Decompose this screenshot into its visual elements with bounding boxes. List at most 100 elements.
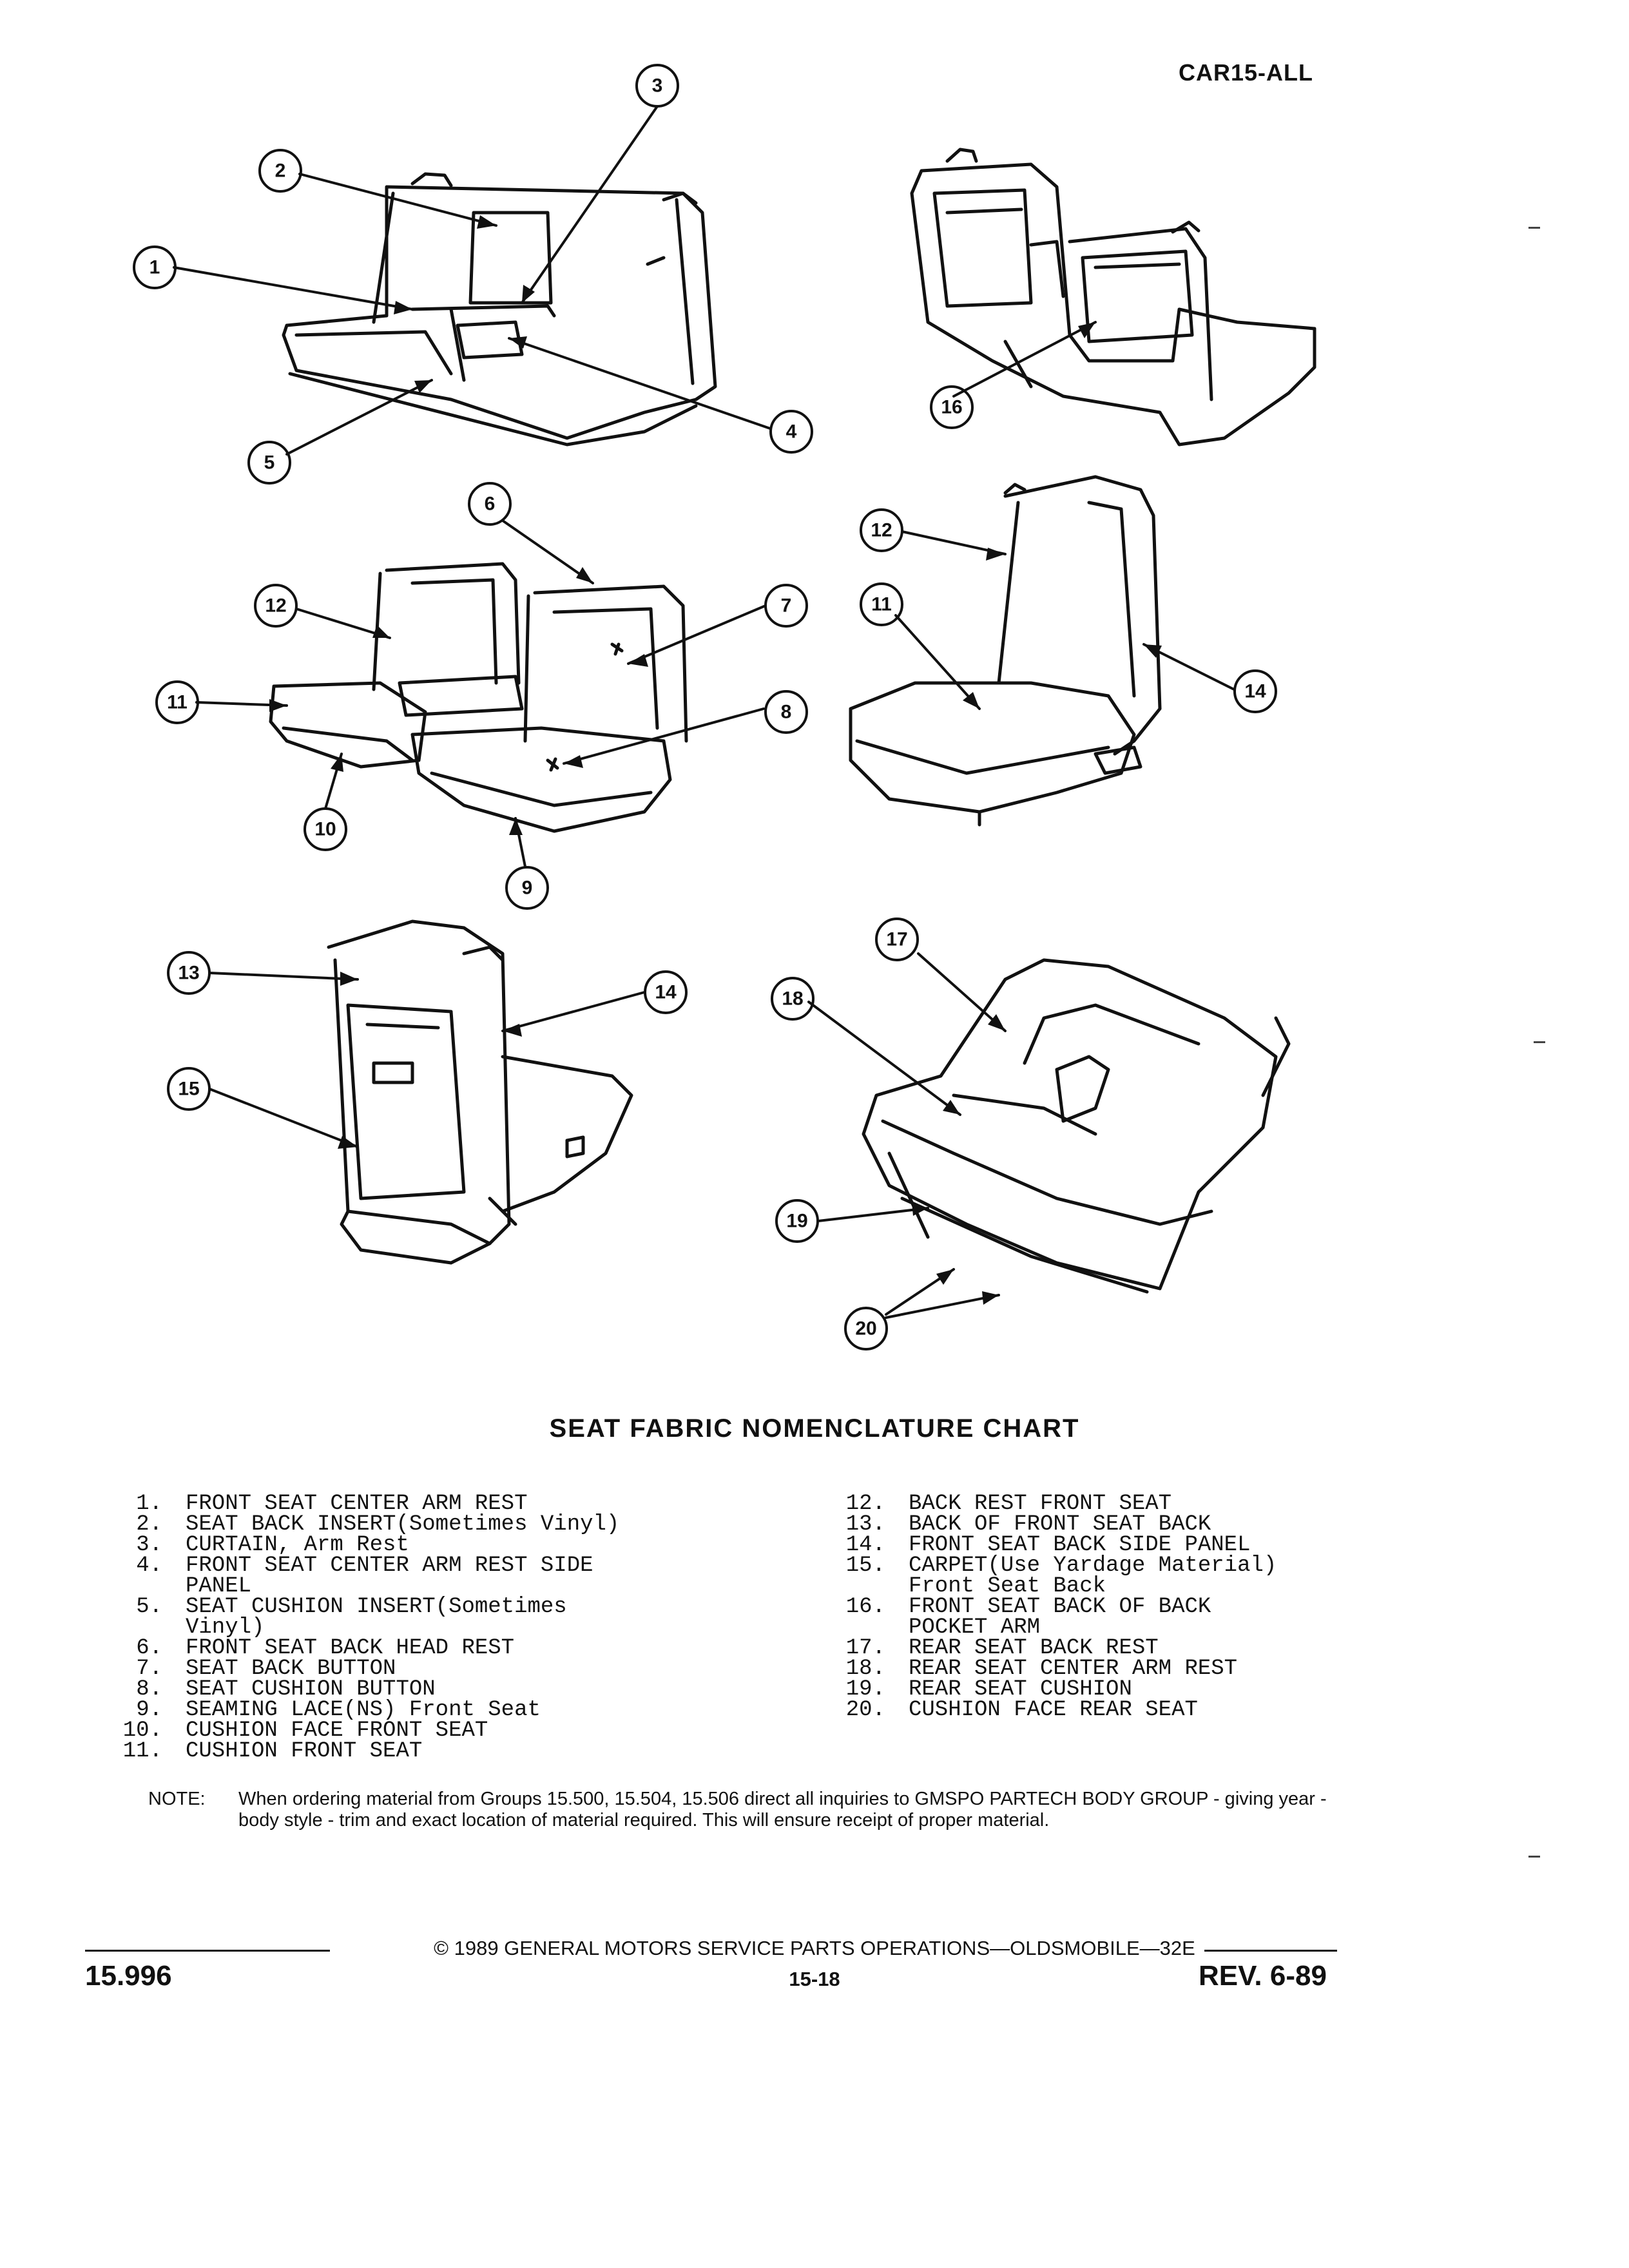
legend-item-text: CUSHION FRONT SEAT — [186, 1739, 423, 1763]
leader-6 — [501, 519, 594, 584]
seat-back-rear-view-drawing — [327, 919, 633, 1265]
legend-item-number: 13. — [845, 1512, 885, 1537]
legend-item: 8. SEAT CUSHION BUTTON — [90, 1677, 780, 1702]
legend-item-number: 16. — [845, 1595, 885, 1619]
legend-item-number: 1. — [136, 1492, 162, 1516]
margin-mark — [1534, 1041, 1545, 1043]
legend-item-text: SEAMING LACE(NS) Front Seat — [186, 1698, 541, 1722]
footer-copyright: © 1989 GENERAL MOTORS SERVICE PARTS OPER… — [0, 1937, 1629, 1960]
legend-item-text: SEAT CUSHION INSERT(Sometimes Vinyl) — [186, 1595, 567, 1640]
callout-14: 14 — [655, 982, 677, 1003]
callout-10: 10 — [314, 819, 336, 840]
leader-7 — [627, 604, 767, 665]
legend-item-number: 6. — [136, 1636, 162, 1660]
legend-item: 1. FRONT SEAT CENTER ARM REST — [90, 1492, 780, 1516]
legend-item-text: CUSHION FACE REAR SEAT — [909, 1698, 1198, 1722]
callout-2: 2 — [275, 160, 286, 182]
legend-item-number: 7. — [136, 1657, 162, 1681]
legend-item: 18. REAR SEAT CENTER ARM REST — [813, 1657, 1561, 1681]
legend-item-number: 12. — [845, 1492, 885, 1516]
footer-rule-right — [1118, 1950, 1337, 1952]
callout-12: 12 — [265, 595, 286, 617]
leader-17 — [917, 952, 1007, 1032]
legend-item-text: FRONT SEAT BACK HEAD REST — [186, 1636, 515, 1660]
callout-17: 17 — [886, 929, 907, 950]
legend-item-text: REAR SEAT CUSHION — [909, 1677, 1132, 1702]
callout-11b: 11 — [871, 594, 892, 615]
leader-14 — [501, 991, 646, 1032]
leader-13 — [208, 972, 359, 981]
footer-rule-left — [85, 1950, 330, 1952]
leader-5 — [285, 379, 433, 456]
document-code: CAR15-ALL — [1179, 59, 1314, 86]
legend-item-text: BACK REST FRONT SEAT — [909, 1492, 1172, 1516]
legend-item-number: 18. — [845, 1657, 885, 1681]
legend-item: 4. FRONT SEAT CENTER ARM REST SIDE PANEL — [90, 1555, 780, 1597]
rear-bench-seat-drawing — [862, 958, 1291, 1294]
leader-16 — [952, 321, 1097, 398]
legend-item: 14.FRONT SEAT BACK SIDE PANEL — [813, 1533, 1561, 1557]
leader-15 — [208, 1088, 359, 1148]
note-text: When ordering material from Groups 15.50… — [238, 1789, 1327, 1831]
legend-item: 9.SEAMING LACE(NS) Front Seat — [90, 1698, 780, 1722]
legend-item: 11. CUSHION FRONT SEAT — [90, 1739, 780, 1763]
callout-6: 6 — [485, 494, 496, 515]
legend-item-number: 14. — [845, 1533, 885, 1557]
copyright-icon: © 1989 GENERAL MOTORS SERVICE PARTS OPER… — [425, 1937, 1204, 1959]
front-bench-seat-drawing — [282, 172, 717, 447]
legend-item-text: FRONT SEAT CENTER ARM REST SIDE PANEL — [186, 1553, 593, 1599]
footer-section-page: 15-18 — [789, 1968, 840, 1990]
callout-9: 9 — [522, 878, 533, 899]
legend-item-number: 11. — [122, 1739, 162, 1763]
legend-item-number: 5. — [136, 1595, 162, 1619]
callout-8: 8 — [781, 702, 792, 723]
note: NOTE: When ordering material from Groups… — [148, 1789, 1373, 1831]
footer-revision: REV. 6-89 — [1199, 1960, 1327, 1992]
legend-item-text: SEAT BACK BUTTON — [186, 1657, 396, 1681]
legend-item-number: 2. — [136, 1512, 162, 1537]
leader-2 — [298, 173, 497, 227]
callout-5: 5 — [264, 452, 275, 474]
legend-item: 13.BACK OF FRONT SEAT BACK — [813, 1514, 1561, 1535]
legend-item-number: 8. — [136, 1677, 162, 1702]
legend-item: 16.FRONT SEAT BACK OF BACK POCKET ARM — [813, 1595, 1561, 1639]
legend-item-text: CUSHION FACE FRONT SEAT — [186, 1718, 488, 1743]
arrowheads — [269, 215, 1162, 1305]
legend-item: 2. SEAT BACK INSERT(Sometimes Vinyl) — [90, 1514, 780, 1535]
callout-19: 19 — [786, 1211, 807, 1232]
legend-item-number: 17. — [845, 1636, 885, 1660]
legend-item: 5. SEAT CUSHION INSERT(Sometimes Vinyl) — [90, 1595, 780, 1640]
callout-7: 7 — [781, 595, 792, 617]
legend-item: 12. BACK REST FRONT SEAT — [813, 1492, 1561, 1516]
callout-15: 15 — [178, 1079, 199, 1100]
bucket-seats-drawing — [269, 562, 688, 833]
legend-item: 15.CARPET(Use Yardage Material) Front Se… — [813, 1555, 1561, 1597]
legend-item-text: SEAT BACK INSERT(Sometimes Vinyl) — [186, 1512, 620, 1537]
legend-item-text: REAR SEAT CENTER ARM REST — [909, 1657, 1238, 1681]
legend-item: 7. SEAT BACK BUTTON — [90, 1657, 780, 1681]
leader-8 — [563, 707, 765, 765]
legend-item-text: SEAT CUSHION BUTTON — [186, 1677, 436, 1702]
callout-1: 1 — [149, 257, 160, 278]
leader-20b — [885, 1294, 1000, 1319]
leader-4 — [508, 337, 771, 430]
footer-page-number: 15.996 — [85, 1960, 172, 1992]
legend-item-number: 10. — [122, 1718, 162, 1743]
legend-item-number: 4. — [136, 1553, 162, 1578]
legend-item-text: FRONT SEAT CENTER ARM REST — [186, 1492, 528, 1516]
callout-14b: 14 — [1244, 681, 1266, 702]
callout-3: 3 — [652, 75, 663, 97]
leader-3 — [521, 105, 659, 304]
legend-item: 10. CUSHION FACE FRONT SEAT — [90, 1718, 780, 1743]
margin-mark — [1528, 227, 1540, 229]
legend-left-column: 1. FRONT SEAT CENTER ARM REST 2. SEAT BACK … — [90, 1492, 780, 1763]
callout-16: 16 — [941, 397, 962, 418]
note-label: NOTE: — [148, 1789, 206, 1809]
callout-leaders — [173, 105, 1235, 1319]
callout-12b: 12 — [871, 520, 892, 541]
legend-item: 17.REAR SEAT BACK REST — [813, 1636, 1561, 1660]
callout-13: 13 — [178, 963, 199, 984]
callout-11: 11 — [167, 692, 188, 713]
legend-item-number: 3. — [136, 1533, 162, 1557]
